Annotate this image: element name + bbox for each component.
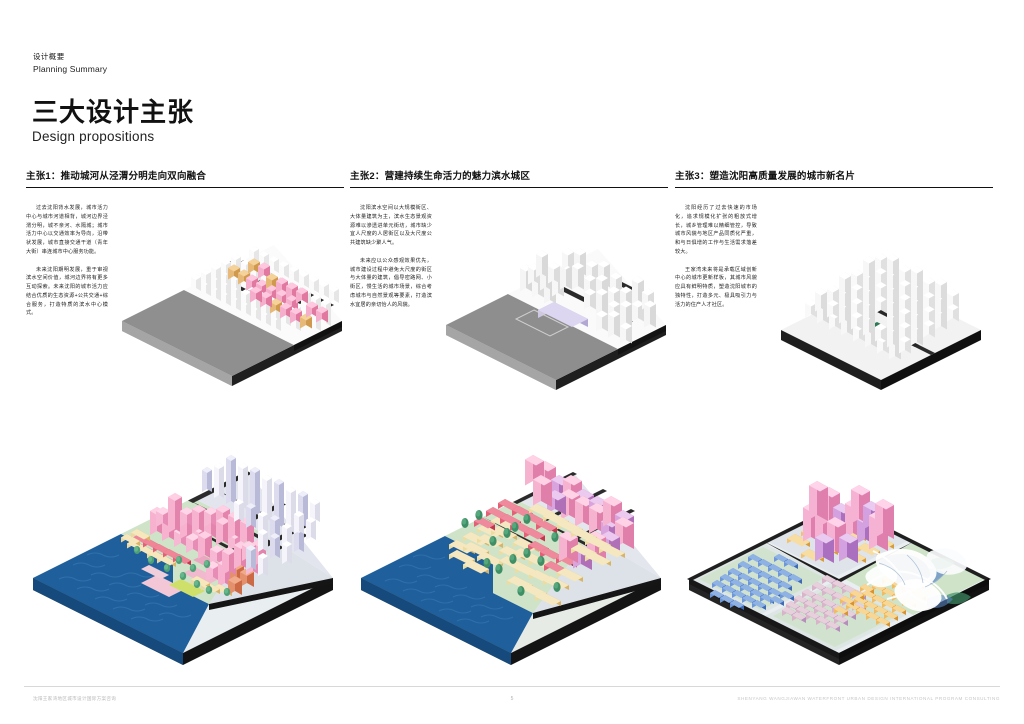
footer-divider [24, 686, 1000, 687]
paragraph: 沈阳滨水空间以大规模街区、大体量建筑为主，滨水生态景观资源难以渗透进单元街坊，城… [350, 205, 432, 246]
section-body-2: 沈阳滨水空间以大规模街区、大体量建筑为主，滨水生态景观资源难以渗透进单元街坊，城… [350, 204, 432, 318]
section-title-1: 主张1：推动城河从泾渭分明走向双向融合 [26, 171, 207, 182]
section-rule-2 [350, 187, 668, 188]
section-rule-3 [675, 187, 993, 188]
paragraph: 王家湾未来将是承载区域创新中心的城市更新样板，其城市风貌应具有鲜明特质，塑造沈阳… [675, 266, 757, 308]
page-title-cn: 三大设计主张 [32, 97, 195, 127]
section-body-3: 沈阳经历了过去快速的市场化，追求规模化扩张的粗放式增长，城乡管理难以精细管控，导… [675, 204, 757, 318]
section-body-1: 过去沈阳背水发展，城市活力中心与城市河道相背，城河边界泾渭分明，城不亲河、水隔城… [26, 204, 108, 327]
proposition-column-1: 主张1：推动城河从泾渭分明走向双向融合 过去沈阳背水发展，城市活力中心与城市河道… [26, 168, 354, 398]
iso-diagram-homogeneous-city [781, 253, 981, 390]
kicker-en: Planning Summary [33, 63, 108, 74]
proposition-column-2: 主张2：营建持续生命活力的魅力滨水城区 沈阳滨水空间以大规模街区、大体量建筑为主… [350, 168, 678, 398]
iso-diagram-waterfront-integration [33, 455, 333, 665]
iso-diagram-city-identity-quadrants [687, 481, 991, 665]
iso-small-1 [114, 188, 350, 388]
iso-large-2 [346, 408, 676, 673]
section-title-3: 主张3：塑造沈阳高质量发展的城市新名片 [675, 171, 856, 182]
iso-diagram-existing-riverfront [122, 245, 342, 386]
paragraph: 沈阳经历了过去快速的市场化，追求规模化扩张的粗放式增长，城乡管理难以精细管控，导… [675, 205, 757, 255]
iso-diagram-large-blocks [446, 248, 666, 390]
proposition-columns: 主张1：推动城河从泾渭分明走向双向融合 过去沈阳背水发展，城市活力中心与城市河道… [0, 168, 1024, 398]
iso-small-2 [438, 188, 674, 390]
proposition-column-3: 主张3：塑造沈阳高质量发展的城市新名片 沈阳经历了过去快速的市场化，追求规模化扩… [675, 168, 1003, 398]
footer-page-number: 5 [510, 696, 514, 702]
iso-diagram-human-scale-blocks [361, 455, 661, 665]
slide-footer: 沈阳王家湾地区城市设计国际方案咨询 5 SHENYANG WANGJIAWAN … [0, 695, 1024, 715]
kicker-cn: 设计概要 [33, 52, 65, 61]
page-title-en: Design propositions [32, 129, 155, 145]
paragraph: 过去沈阳背水发展，城市活力中心与城市河道相背，城河边界泾渭分明，城不亲河、水隔城… [26, 205, 108, 255]
slide-kicker: 设计概要 Planning Summary [33, 52, 107, 75]
section-title-2: 主张2：营建持续生命活力的魅力滨水城区 [350, 171, 531, 182]
iso-large-3 [674, 408, 1004, 673]
paragraph: 未来应以公众感观效果优先，城市建设过程中避免大尺度的街区与大体量的建筑，倡导密路… [350, 257, 432, 308]
footer-project-name: 沈阳王家湾地区城市设计国际方案咨询 [33, 696, 117, 701]
footer-project-name-en: SHENYANG WANGJIAWAN WATERFRONT URBAN DES… [737, 696, 1000, 701]
page-title: 三大设计主张 Design propositions [32, 97, 195, 145]
section-rule-1 [26, 187, 344, 188]
iso-large-1 [18, 408, 348, 673]
paragraph: 未来沈阳期明发展，重于审视滨水空间价值，城河边界将有更多互动探索。未来沈阳的城市… [26, 266, 108, 317]
iso-small-3 [763, 188, 999, 390]
